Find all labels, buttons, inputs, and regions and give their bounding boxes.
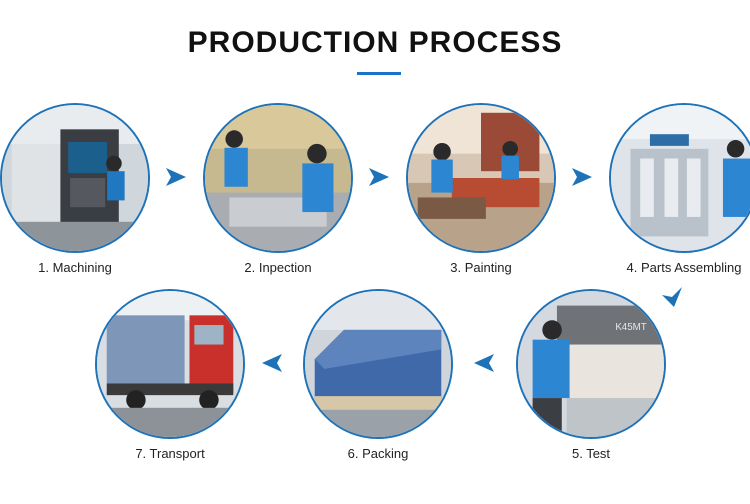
step-label: 1. Machining	[38, 260, 112, 275]
assembly-photo	[609, 103, 750, 253]
step-label: 5. Test	[571, 446, 611, 461]
svg-text:K45MT: K45MT	[615, 322, 646, 333]
step-painting: 3. Painting	[406, 103, 556, 275]
step-test: K45MT 5. Test	[516, 289, 666, 461]
truck-photo	[95, 289, 245, 439]
step-inspection: 2. Inpection	[203, 103, 353, 275]
arrow-left-icon	[474, 354, 494, 372]
step-label: 3. Painting	[450, 260, 512, 275]
step-label: 2. Inpection	[244, 260, 312, 275]
step-packing: 6. Packing	[303, 289, 453, 461]
page-title: PRODUCTION PROCESS	[187, 26, 563, 59]
step-label: 4. Parts Assembling	[626, 260, 742, 275]
router-test-photo: K45MT	[516, 289, 666, 439]
inspection-photo	[203, 103, 353, 253]
painting-photo	[406, 103, 556, 253]
step-assembling: 4. Parts Assembling	[609, 103, 750, 275]
arrow-right-icon	[166, 168, 186, 186]
arrow-right-icon	[572, 168, 592, 186]
step-transport: 7. Transport	[95, 289, 245, 461]
machining-photo	[0, 103, 150, 253]
arrow-left-icon	[262, 354, 282, 372]
step-label: 7. Transport	[135, 446, 205, 461]
wrapped-machine-photo	[303, 289, 453, 439]
step-label: 6. Packing	[347, 446, 409, 461]
arrow-down-left-icon	[662, 287, 682, 307]
title-underline	[357, 72, 401, 75]
arrow-right-icon	[369, 168, 389, 186]
step-machining: 1. Machining	[0, 103, 150, 275]
